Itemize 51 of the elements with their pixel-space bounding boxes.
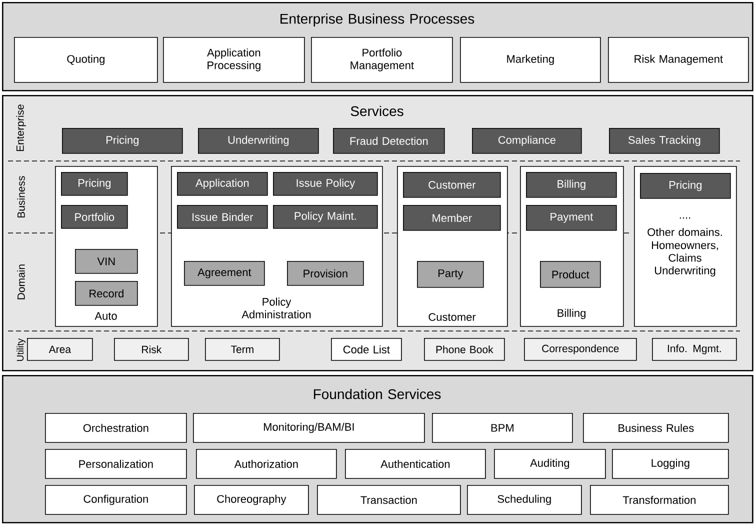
service-box: Underwriting [198, 128, 319, 154]
service-box: Application [177, 172, 268, 196]
service-box: Member [403, 205, 501, 231]
service-box: Application Processing [163, 37, 305, 83]
service-box: Personalization [45, 449, 187, 479]
service-box: Info. Mgmt. [652, 338, 737, 361]
layer-label: Enterprise [16, 104, 26, 152]
service-box: Compliance [472, 128, 582, 154]
service-box: Risk [114, 338, 189, 361]
service-box: Transformation [590, 485, 729, 515]
service-box: Transaction [317, 485, 461, 515]
service-box: Agreement [184, 261, 265, 286]
service-box: Quoting [14, 37, 158, 83]
service-box: Fraud Detection [333, 128, 445, 154]
service-box: VIN [75, 249, 138, 274]
service-box: Payment [526, 205, 617, 231]
service-box: Risk Management [608, 37, 749, 83]
service-box: Issue Binder [177, 205, 268, 229]
service-box: Phone Book [424, 338, 505, 361]
service-box: Product [540, 261, 601, 288]
service-box: Code List [331, 338, 402, 361]
service-box: Choreography [194, 485, 309, 515]
service-box: Record [75, 281, 138, 306]
service-box: BPM [432, 413, 573, 443]
service-box: Scheduling [467, 485, 582, 515]
service-box: Correspondence [524, 338, 637, 361]
service-box: Billing [526, 172, 617, 198]
service-box: Policy Maint. [273, 205, 378, 229]
service-box: Party [417, 261, 484, 288]
service-box: Portfolio Management [311, 37, 453, 83]
service-box: Term [205, 338, 280, 361]
service-box: Authentication [345, 449, 486, 479]
service-box: Configuration [45, 485, 187, 515]
service-box: Orchestration [45, 413, 187, 443]
service-box: Auditing [494, 449, 606, 479]
service-box: Logging [612, 449, 729, 479]
service-box: Pricing [61, 172, 128, 196]
layer-label: Business [17, 176, 25, 218]
service-box: Customer [403, 172, 501, 198]
service-box: Pricing [62, 128, 183, 154]
service-box: Authorization [196, 449, 337, 479]
service-box: Area [27, 338, 93, 361]
service-box: Marketing [460, 37, 601, 83]
layer-label: Domain [17, 264, 25, 300]
service-box: Business Rules [583, 413, 729, 443]
service-box: Sales Tracking [609, 128, 720, 154]
service-box: Portfolio [61, 205, 128, 229]
service-box: Issue Policy [273, 172, 378, 196]
service-box: Provision [287, 261, 364, 286]
service-box: Monitoring/BAM/BI [193, 413, 425, 443]
service-box: Pricing [640, 173, 731, 199]
